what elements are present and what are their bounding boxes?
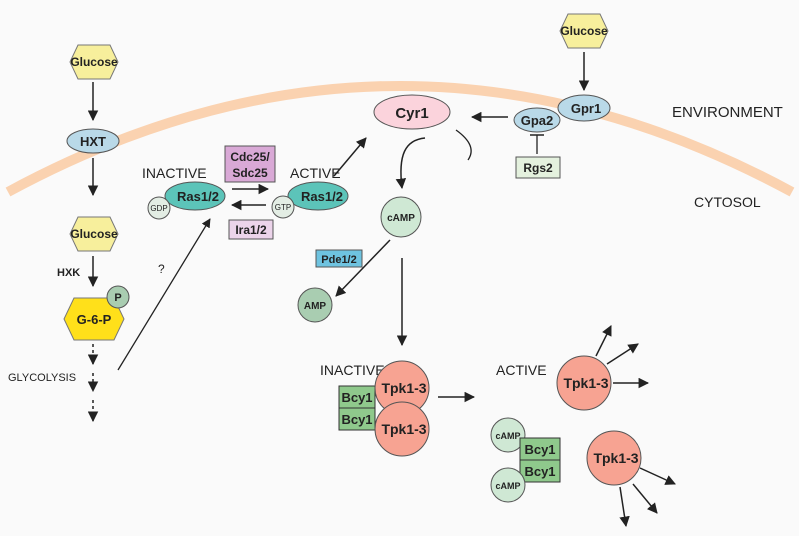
gpa2-node: Gpa2 <box>513 107 561 133</box>
glucose-outside-node: Glucose <box>69 44 119 80</box>
svg-text:Cyr1: Cyr1 <box>395 105 428 122</box>
environment-label: ENVIRONMENT <box>672 104 783 121</box>
ira1-2-node: Ira1/2 <box>228 219 274 240</box>
svg-text:cAMP: cAMP <box>387 213 415 224</box>
glucose-gpcr-node: Glucose <box>559 13 609 49</box>
unknown-link-label: ? <box>158 262 165 276</box>
bcy1-active-top-node: Bcy1 <box>519 437 561 461</box>
arrow-tpk-target-6 <box>619 486 630 528</box>
tpk-inactive-top-node: Tpk1-3 <box>374 360 430 416</box>
svg-text:AMP: AMP <box>304 301 327 312</box>
svg-text:Ras1/2: Ras1/2 <box>177 189 219 204</box>
arrow-tpk-target-1 <box>595 325 612 357</box>
svg-text:cAMP: cAMP <box>495 481 520 491</box>
ras-inactive-label: INACTIVE <box>142 165 207 181</box>
tpk-active-top-node: Tpk1-3 <box>556 355 612 411</box>
arrow-ras-to-cyr1 <box>333 137 367 177</box>
arrow-tpk-target-2 <box>606 343 639 365</box>
camp-bound-top-node: cAMP <box>490 417 526 453</box>
phosphate-node: P <box>106 285 130 309</box>
tpk-active-bottom-node: Tpk1-3 <box>586 430 642 486</box>
svg-text:Tpk1-3: Tpk1-3 <box>381 421 426 437</box>
svg-text:Gpa2: Gpa2 <box>521 113 554 128</box>
ras-active-label: ACTIVE <box>290 165 341 181</box>
tpk-inactive-bottom-node: Tpk1-3 <box>374 401 430 457</box>
svg-text:Glucose: Glucose <box>70 227 118 241</box>
cyr1-atp-curve <box>455 129 472 161</box>
svg-text:Bcy1: Bcy1 <box>341 412 372 427</box>
glycolysis-label: GLYCOLYSIS <box>8 372 76 384</box>
arrow-tpk-target-5 <box>632 483 658 514</box>
pka-active-label: ACTIVE <box>496 362 547 378</box>
arrow-cyr1-to-camp <box>395 137 426 190</box>
ras-inactive-node: Ras1/2 <box>164 181 226 211</box>
svg-text:HXT: HXT <box>80 134 106 149</box>
bcy1-active-bottom-node: Bcy1 <box>519 459 561 483</box>
gtp-node: GTP <box>271 195 295 219</box>
cytosol-label: CYTOSOL <box>694 194 761 210</box>
camp-bound-bottom-node: cAMP <box>490 467 526 503</box>
camp-node: cAMP <box>380 196 422 238</box>
arrow-tpk-target-4 <box>639 467 676 485</box>
svg-text:Bcy1: Bcy1 <box>524 464 555 479</box>
svg-text:Tpk1-3: Tpk1-3 <box>593 450 638 466</box>
pka-inactive-label: INACTIVE <box>320 362 385 378</box>
hxk-label: HXK <box>57 267 80 279</box>
svg-text:Ira1/2: Ira1/2 <box>235 223 267 237</box>
svg-text:Glucose: Glucose <box>560 24 608 38</box>
rgs2-node: Rgs2 <box>515 156 561 179</box>
pde1-2-node: Pde1/2 <box>315 249 363 268</box>
ras-active-node: Ras1/2 <box>287 181 349 211</box>
svg-text:G-6-P: G-6-P <box>77 312 112 327</box>
svg-text:Glucose: Glucose <box>70 55 118 69</box>
cdc25-sdc25-node: Cdc25/ Sdc25 <box>224 145 276 183</box>
svg-text:P: P <box>114 292 121 304</box>
gdp-node: GDP <box>147 196 171 220</box>
svg-text:Sdc25: Sdc25 <box>232 166 268 180</box>
svg-text:Bcy1: Bcy1 <box>341 390 372 405</box>
g6p-node: G-6-P <box>63 297 125 341</box>
glucose-inside-node: Glucose <box>69 216 119 252</box>
svg-text:Cdc25/: Cdc25/ <box>230 150 270 164</box>
svg-text:GDP: GDP <box>150 204 167 213</box>
svg-text:Tpk1-3: Tpk1-3 <box>563 375 608 391</box>
plasma-membrane <box>5 81 795 197</box>
bcy1-bottom-node: Bcy1 <box>338 407 376 431</box>
arrow-glycolysis-to-ras <box>117 218 211 371</box>
cyr1-node: Cyr1 <box>373 94 451 130</box>
svg-text:cAMP: cAMP <box>495 431 520 441</box>
hxt-transporter-node: HXT <box>66 128 120 154</box>
svg-text:Pde1/2: Pde1/2 <box>321 254 356 266</box>
amp-node: AMP <box>297 287 333 323</box>
svg-text:Ras1/2: Ras1/2 <box>301 189 343 204</box>
svg-text:Bcy1: Bcy1 <box>524 442 555 457</box>
arrow-camp-to-amp <box>335 239 391 297</box>
svg-text:Gpr1: Gpr1 <box>571 101 601 116</box>
bcy1-top-node: Bcy1 <box>338 385 376 409</box>
gpr1-node: Gpr1 <box>557 94 611 122</box>
svg-text:Tpk1-3: Tpk1-3 <box>381 380 426 396</box>
svg-text:Rgs2: Rgs2 <box>523 161 553 175</box>
svg-text:GTP: GTP <box>275 203 291 212</box>
